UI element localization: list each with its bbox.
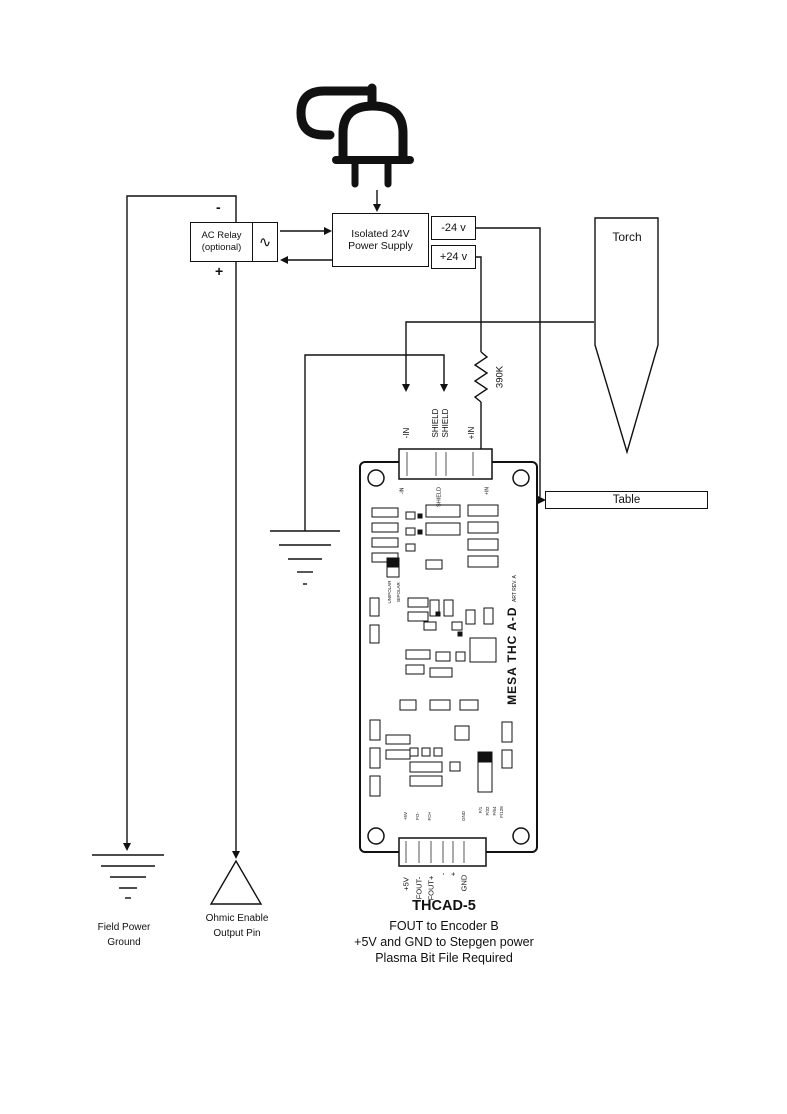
bottom-pin-5v: +5V [401, 877, 411, 891]
inner-shield-label: SHIELD [436, 487, 443, 507]
arrowheads [123, 204, 546, 859]
pcb-brand-rev: ART REV. A [512, 575, 518, 602]
inner-pin-fo-minus: FO- [414, 812, 420, 820]
table-label: Table [612, 494, 641, 506]
pin-label-minus-in: -IN [402, 427, 411, 439]
field-ground-symbol [92, 854, 164, 899]
mounting-hole [512, 827, 530, 845]
earth-ground-symbol [270, 530, 340, 585]
unipolar-jumper-block [386, 557, 400, 578]
freq-jumper-label-4: F/128 [498, 806, 504, 818]
bipolar-label: BIPOLAR [395, 582, 401, 602]
wires [126, 190, 594, 853]
pcb-brand-main: MESA THC A-D [505, 606, 519, 705]
pcb-board [359, 448, 538, 867]
inner-pin-plus-in: +IN [484, 487, 491, 495]
ac-wave-icon: ∿ [252, 223, 277, 261]
torch-label: Torch [612, 230, 642, 244]
arrow-to-table [538, 496, 546, 504]
table-box: Table [545, 491, 708, 509]
bottom-pin-fout-plus: FOUT+ [426, 875, 436, 901]
unipolar-label: UNIPOLAR [386, 580, 392, 604]
arrow-to-minus-in [402, 384, 410, 392]
bottom-pin-gnd: GND [459, 874, 469, 892]
pin-label-plus-in: +IN [467, 426, 476, 440]
caption-line-3: Plasma Bit File Required [375, 951, 513, 965]
ohmic-triangle [209, 859, 263, 905]
pcb-silkscreen-components [369, 504, 513, 797]
freq-jumper-label-1: F/1 [477, 806, 483, 814]
mounting-hole [367, 469, 385, 487]
caption-line-1: FOUT to Encoder B [389, 919, 499, 933]
resistor-390k [473, 351, 489, 403]
bottom-pin-plus: + [448, 871, 458, 877]
wire-minus-bus [126, 195, 237, 844]
caption-line-2: +5V and GND to Stepgen power [354, 935, 534, 949]
top-terminal-connector [398, 448, 493, 480]
mounting-hole [367, 827, 385, 845]
arrow-into-relay [280, 256, 288, 264]
pin-label-shield-2: SHIELD [441, 408, 450, 438]
inner-pin-fo-plus: FO+ [426, 811, 432, 821]
wire-pos24-to-resistor [476, 256, 482, 352]
neg24-label: -24 v [441, 222, 466, 234]
resistor-label: 390K [494, 365, 506, 389]
wire-torch-to-minus-in [405, 321, 594, 385]
field-ground-label: Field Power Ground [97, 922, 151, 948]
inner-pin-gnd: GND [460, 811, 466, 821]
pin-label-shield-1: SHIELD [431, 408, 440, 438]
wire-shield-to-earth [304, 354, 445, 531]
mounting-hole [512, 469, 530, 487]
relay-minus-label: - [216, 199, 221, 215]
top-connector-pins [406, 452, 474, 476]
pcb-brand-text: MESA THC A-D ART REV. A [504, 575, 520, 705]
pos24-box: +24 v [431, 245, 476, 269]
torch-shape [594, 217, 659, 455]
bottom-pin-minus: - [438, 872, 448, 876]
isolated-supply-label: Isolated 24V Power Supply [348, 228, 413, 252]
board-title: THCAD-5 [412, 898, 476, 914]
neg24-box: -24 v [431, 216, 476, 240]
arrow-to-shield-pin [440, 384, 448, 392]
arrow-to-field-ground [123, 843, 131, 851]
bottom-connector-pins [405, 841, 465, 863]
bottom-pin-fout-minus: FOUT- [414, 876, 424, 900]
arrow-to-ohmic [232, 851, 240, 859]
isolated-supply-box: Isolated 24V Power Supply [332, 213, 429, 267]
freq-jumper-block [477, 751, 493, 793]
relay-plus-label: + [215, 263, 224, 279]
ac-relay-box: AC Relay (optional) ∿ [190, 222, 278, 262]
ohmic-label: Ohmic Enable Output Pin [205, 913, 269, 939]
inner-pin-5v: +5V [402, 811, 408, 821]
pos24-label: +24 v [439, 251, 468, 263]
wire-neg24-to-table [476, 227, 541, 497]
bottom-terminal-connector [398, 837, 487, 867]
arrow-into-supply [324, 227, 332, 235]
arrow-to-supply-top [373, 204, 381, 212]
freq-jumper-label-2: F/32 [484, 806, 490, 816]
ac-relay-label: AC Relay (optional) [201, 230, 242, 253]
freq-jumper-label-3: F/64 [491, 806, 497, 816]
power-plug-icon [296, 83, 414, 188]
inner-pin-minus-in: -IN [399, 487, 406, 495]
